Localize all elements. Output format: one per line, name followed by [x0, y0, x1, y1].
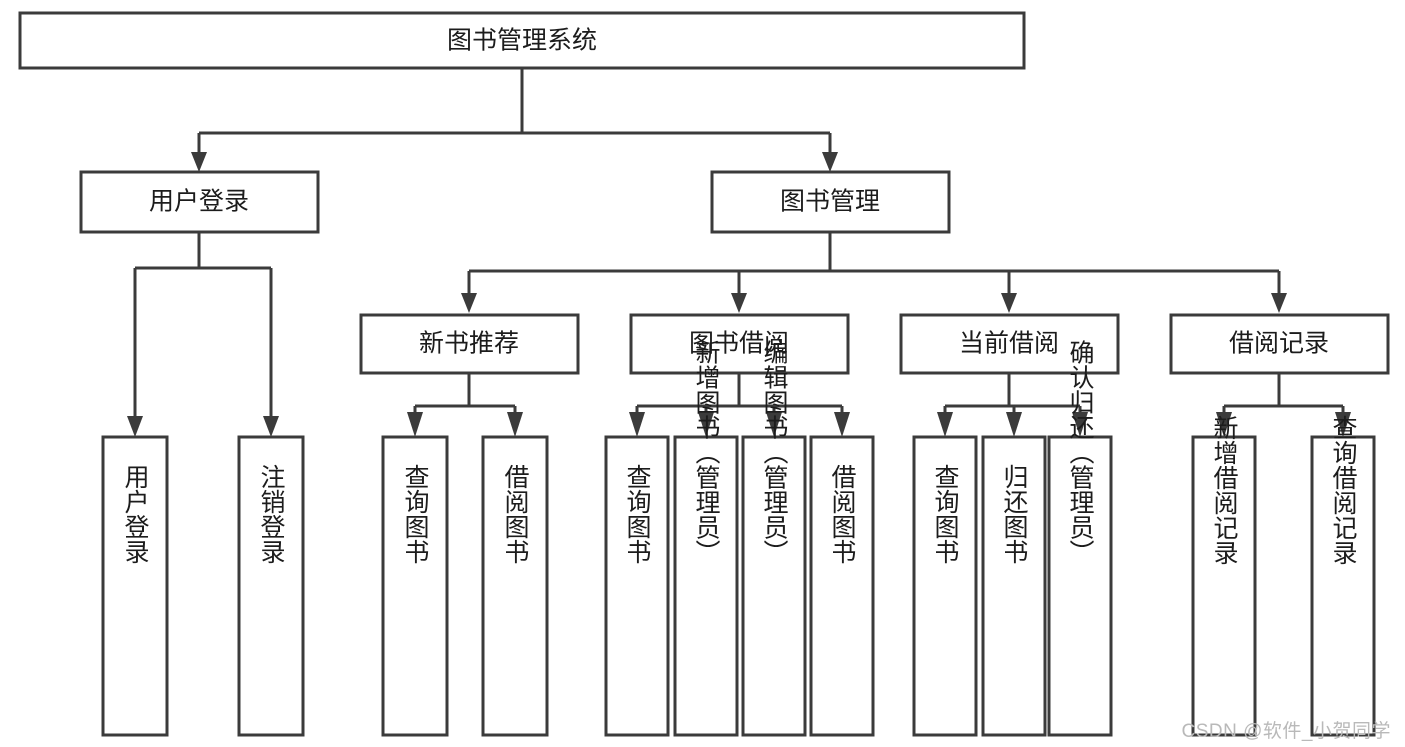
leaf-borrow-book-2-label: 借阅图书	[828, 464, 857, 564]
node-borrow-record-box	[1169, 313, 1390, 375]
node-root-label: 图书管理系统	[447, 27, 597, 55]
leaf-query-book-1-label: 查询图书	[401, 464, 430, 564]
leaf-confirm-return-box	[1047, 435, 1113, 737]
connector-book-manage-to-level3	[461, 232, 1287, 313]
leaf-node-confirm-return[interactable]: 确认归还（管理员）	[1047, 340, 1113, 737]
leaf-node-query-record[interactable]: 查询借阅记录	[1310, 415, 1376, 737]
leaf-return-book-box	[981, 435, 1047, 737]
leaf-query-book-2-box	[604, 435, 670, 737]
leaf-node-query-book-1[interactable]: 查询图书	[381, 435, 449, 737]
leaf-node-query-book-3[interactable]: 查询图书	[912, 435, 978, 737]
leaf-query-book-1-box	[381, 435, 449, 737]
leaf-node-add-record[interactable]: 新增借阅记录	[1191, 415, 1257, 737]
leaf-add-book-label: 新增图书（管理员）	[692, 340, 721, 565]
leaf-query-book-3-label: 查询图书	[931, 464, 960, 564]
node-book-manage-box	[710, 170, 951, 234]
leaf-borrow-book-1-label: 借阅图书	[501, 464, 530, 564]
connector-borrow-record-to-leaves	[1216, 373, 1351, 437]
leaf-node-borrow-book-1[interactable]: 借阅图书	[481, 435, 549, 737]
leaf-return-book-label: 归还图书	[1000, 464, 1029, 564]
leaf-node-return-book[interactable]: 归还图书	[981, 435, 1047, 737]
leaf-node-query-book-2[interactable]: 查询图书	[604, 435, 670, 737]
leaf-query-record-label: 查询借阅记录	[1329, 415, 1358, 565]
leaf-confirm-return-label: 确认归还（管理员）	[1066, 340, 1095, 565]
leaf-user-login-box	[101, 435, 169, 737]
node-root-box	[18, 11, 1026, 70]
connector-user-login-to-leaves	[127, 232, 279, 437]
node-book-borrow-label: 图书借阅	[689, 330, 789, 358]
node-user-login-label: 用户登录	[149, 188, 249, 216]
node-borrow-record[interactable]: 借阅记录	[1169, 313, 1390, 375]
leaf-node-add-book[interactable]: 新增图书（管理员）	[673, 340, 739, 737]
node-book-borrow-box	[629, 313, 850, 375]
leaf-node-edit-book[interactable]: 编辑图书（管理员）	[741, 340, 807, 737]
leaf-edit-book-label: 编辑图书（管理员）	[760, 340, 789, 565]
leaf-query-book-2-label: 查询图书	[623, 464, 652, 564]
node-user-login[interactable]: 用户登录	[79, 170, 320, 234]
leaf-node-borrow-book-2[interactable]: 借阅图书	[809, 435, 875, 737]
node-new-book-recommend-label: 新书推荐	[419, 330, 519, 358]
leaf-borrow-book-2-box	[809, 435, 875, 737]
node-borrow-record-label: 借阅记录	[1229, 330, 1329, 358]
leaf-node-user-login[interactable]: 用户登录	[101, 435, 169, 737]
node-new-book-recommend-box	[359, 313, 580, 375]
node-current-borrow[interactable]: 当前借阅	[899, 313, 1120, 375]
node-current-borrow-label: 当前借阅	[959, 330, 1059, 358]
leaf-logout-label: 注销登录	[257, 464, 286, 564]
node-book-borrow[interactable]: 图书借阅	[629, 313, 850, 375]
leaf-add-record-label: 新增借阅记录	[1210, 415, 1239, 565]
connector-book-borrow-to-leaves	[629, 373, 850, 437]
node-book-manage-label: 图书管理	[780, 188, 880, 216]
node-new-book-recommend[interactable]: 新书推荐	[359, 313, 580, 375]
leaf-add-book-box	[673, 435, 739, 737]
leaf-add-record-box	[1191, 435, 1257, 737]
leaf-node-logout[interactable]: 注销登录	[237, 435, 305, 737]
leaf-query-record-box	[1310, 435, 1376, 737]
connector-current-borrow-to-leaves	[937, 373, 1088, 437]
node-book-manage[interactable]: 图书管理	[710, 170, 951, 234]
leaf-query-book-3-box	[912, 435, 978, 737]
node-user-login-box	[79, 170, 320, 234]
node-current-borrow-box	[899, 313, 1120, 375]
leaf-user-login-label: 用户登录	[121, 464, 150, 564]
connector-root-to-level2	[191, 68, 838, 172]
leaf-edit-book-box	[741, 435, 807, 737]
node-root-book-management-system[interactable]: 图书管理系统	[18, 11, 1026, 70]
leaf-logout-box	[237, 435, 305, 737]
connector-new-book-recommend-to-leaves	[407, 373, 523, 437]
leaf-borrow-book-1-box	[481, 435, 549, 737]
